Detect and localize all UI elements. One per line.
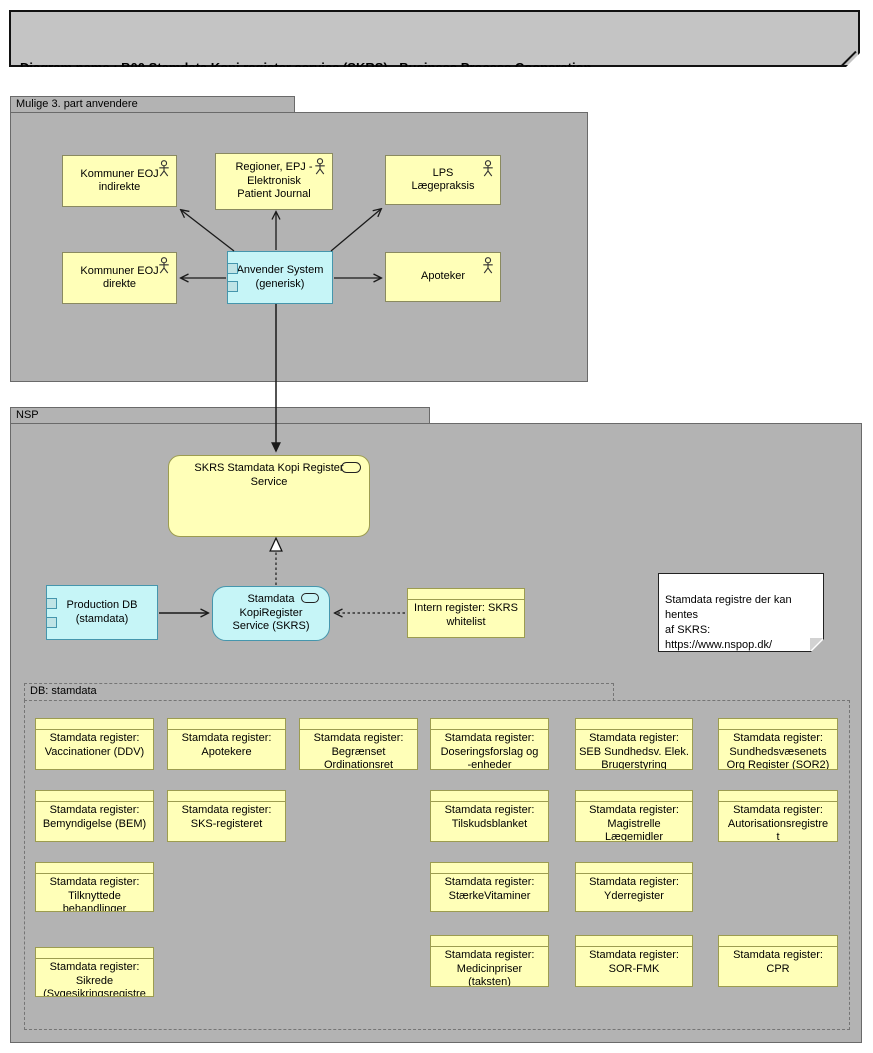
register-label: Stamdata register: Begrænset Ordinations… [313, 732, 404, 770]
diagram-title-bar: Diagram name : B00 Stamdata Kopi registe… [9, 10, 860, 67]
register-label: Stamdata register: Autorisationsregistre… [727, 804, 829, 842]
register-box-begraenset-ordinationsret: Stamdata register: Begrænset Ordinations… [299, 718, 418, 770]
object-band [719, 936, 837, 947]
node-skrs-stamdata-kopi-register-service: SKRS Stamdata Kopi Register Service [168, 455, 370, 537]
register-label: Stamdata register: Sikrede (Sygesikrings… [43, 961, 146, 997]
register-label: Stamdata register: Medicinpriser (takste… [444, 949, 535, 987]
node-label: Apoteker [420, 270, 466, 283]
component-icon [228, 281, 238, 292]
register-label: Stamdata register: Vaccinationer (DDV) [44, 732, 145, 758]
register-box-sks-registeret: Stamdata register: SKS-registeret [167, 790, 286, 842]
register-box-sor-fmk: Stamdata register: SOR-FMK [575, 935, 693, 987]
node-apoteker: Apoteker [385, 252, 501, 302]
node-label: Production DB (stamdata) [66, 599, 138, 625]
register-label: Stamdata register: Yderregister [589, 876, 679, 902]
object-band [576, 791, 692, 802]
register-box-apotekere: Stamdata register: Apotekere [167, 718, 286, 770]
register-label: Stamdata register: Magistrelle Lægemidle… [589, 804, 679, 842]
actor-icon [159, 257, 169, 274]
object-band [36, 948, 153, 959]
object-band [431, 863, 548, 874]
node-kommuner-eoj-indirekte: Kommuner EOJ indirekte [62, 155, 177, 207]
actor-icon [315, 158, 325, 175]
register-label: Stamdata register: Sundhedsvæsenets Org … [726, 732, 830, 770]
node-intern-register-skrs-whitelist: Intern register: SKRS whitelist [407, 588, 525, 638]
register-label: Stamdata register: SOR-FMK [589, 949, 679, 975]
register-label: Stamdata register: StærkeVitaminer [444, 876, 535, 902]
register-label: Stamdata register: Tilknyttede behandlin… [49, 876, 140, 912]
register-label: Stamdata register: Doseringsforslag og -… [440, 732, 539, 770]
object-band [576, 863, 692, 874]
actor-icon [483, 257, 493, 274]
register-box-seb: Stamdata register: SEB Sundhedsv. Elek. … [575, 718, 693, 770]
node-kommuner-eoj-direkte: Kommuner EOJ direkte [62, 252, 177, 304]
note-text: Stamdata registre der kan hentes af SKRS… [665, 594, 792, 651]
node-label: SKRS Stamdata Kopi Register Service [194, 462, 344, 488]
register-label: Stamdata register: Apotekere [181, 732, 272, 758]
register-box-cpr: Stamdata register: CPR [718, 935, 838, 987]
register-box-sor2: Stamdata register: Sundhedsvæsenets Org … [718, 718, 838, 770]
object-band [300, 719, 417, 730]
register-box-autorisationsregistret: Stamdata register: Autorisationsregistre… [718, 790, 838, 842]
group-tab-db-stamdata: DB: stamdata [24, 683, 614, 701]
note-stamdata-registre: Stamdata registre der kan hentes af SKRS… [658, 573, 824, 652]
group-tab-nsp: NSP [10, 407, 430, 424]
object-band [408, 589, 524, 600]
register-box-yderregister: Stamdata register: Yderregister [575, 862, 693, 912]
register-label: Stamdata register: SKS-registeret [181, 804, 272, 830]
node-label: LPS Lægepraksis [411, 166, 475, 193]
register-box-medicinpriser: Stamdata register: Medicinpriser (takste… [430, 935, 549, 987]
object-band [36, 719, 153, 730]
register-box-tilskudsblanket: Stamdata register: Tilskudsblanket [430, 790, 549, 842]
group-tab-third-party: Mulige 3. part anvendere [10, 96, 295, 113]
node-label: Regioner, EPJ - Elektronisk Patient Jour… [235, 161, 313, 201]
node-label: Intern register: SKRS whitelist [414, 602, 518, 628]
object-band [719, 791, 837, 802]
group-label: Mulige 3. part anvendere [16, 98, 138, 110]
object-band [36, 791, 153, 802]
register-box-vaccinationer: Stamdata register: Vaccinationer (DDV) [35, 718, 154, 770]
service-icon [301, 593, 319, 603]
component-icon [228, 263, 238, 274]
node-label: Kommuner EOJ indirekte [80, 167, 159, 194]
object-band [576, 936, 692, 947]
object-band [431, 936, 548, 947]
service-icon [341, 462, 361, 473]
node-anvender-system: Anvender System (generisk) [227, 251, 333, 304]
object-band [431, 719, 548, 730]
component-icon [47, 617, 57, 628]
object-band [168, 791, 285, 802]
object-band [168, 719, 285, 730]
component-icon [47, 598, 57, 609]
node-label: Stamdata KopiRegister Service (SKRS) [232, 593, 310, 633]
diagram-name-line: Diagram name : B00 Stamdata Kopi registe… [20, 60, 592, 75]
node-production-db: Production DB (stamdata) [46, 585, 158, 640]
group-body-db-stamdata [24, 700, 850, 1030]
register-box-tilknyttede: Stamdata register: Tilknyttede behandlin… [35, 862, 154, 912]
node-regioner-epj: Regioner, EPJ - Elektronisk Patient Jour… [215, 153, 333, 210]
register-label: Stamdata register: Bemyndigelse (BEM) [42, 804, 147, 830]
object-band [576, 719, 692, 730]
object-band [431, 791, 548, 802]
node-label: Kommuner EOJ direkte [80, 264, 159, 291]
node-label: Anvender System (generisk) [236, 264, 324, 290]
register-label: Stamdata register: Tilskudsblanket [444, 804, 535, 830]
register-box-staerkevitaminer: Stamdata register: StærkeVitaminer [430, 862, 549, 912]
register-label: Stamdata register: SEB Sundhedsv. Elek. … [579, 732, 689, 770]
object-band [36, 863, 153, 874]
node-stamdata-kopiregister-service: Stamdata KopiRegister Service (SKRS) [212, 586, 330, 641]
register-box-sikrede: Stamdata register: Sikrede (Sygesikrings… [35, 947, 154, 997]
node-lps-laegepraksis: LPS Lægepraksis [385, 155, 501, 205]
object-band [719, 719, 837, 730]
register-box-magistrelle: Stamdata register: Magistrelle Lægemidle… [575, 790, 693, 842]
actor-icon [159, 160, 169, 177]
register-box-bemyndigelse: Stamdata register: Bemyndigelse (BEM) [35, 790, 154, 842]
actor-icon [483, 160, 493, 177]
register-box-doseringsforslag: Stamdata register: Doseringsforslag og -… [430, 718, 549, 770]
group-label: NSP [16, 409, 39, 421]
group-label: DB: stamdata [30, 685, 97, 697]
register-label: Stamdata register: CPR [733, 949, 823, 975]
